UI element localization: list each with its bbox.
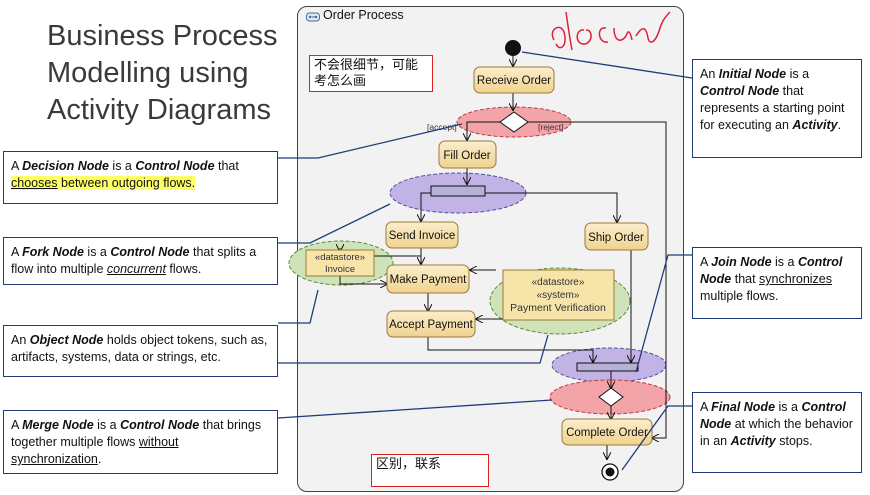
handwritten-note-bottom: 区别，联系 xyxy=(371,454,489,487)
receive-order-label: Receive Order xyxy=(477,75,551,87)
connector-decision xyxy=(278,123,463,159)
action-fill-order[interactable]: Fill Order xyxy=(438,140,497,169)
action-ship-order[interactable]: Ship Order xyxy=(584,222,649,251)
fork-node-callout: A Fork Node is a Control Node that split… xyxy=(3,237,278,285)
connector-initial xyxy=(521,51,693,79)
invoice-stereotype: «datastore» xyxy=(315,252,365,263)
action-send-invoice[interactable]: Send Invoice xyxy=(385,221,459,249)
object-invoice[interactable]: «datastore» Invoice xyxy=(305,249,375,277)
pv-label: Payment Verification xyxy=(510,302,606,314)
ship-order-label: Ship Order xyxy=(588,232,644,244)
action-make-payment[interactable]: Make Payment xyxy=(386,264,470,294)
page-title: Business Process Modelling using Activit… xyxy=(47,20,278,126)
handwriting-scribble xyxy=(551,11,671,51)
merge-node-callout: A Merge Node is a Control Node that brin… xyxy=(3,410,278,474)
connector-merge xyxy=(277,399,553,419)
pv-stereotype-datastore: «datastore» xyxy=(532,277,585,288)
connector-object xyxy=(278,289,319,324)
merge-node xyxy=(598,387,624,407)
make-payment-label: Make Payment xyxy=(390,274,468,286)
fill-order-label: Fill Order xyxy=(443,150,490,162)
initial-node-callout: An Initial Node is a Control Node that r… xyxy=(692,59,862,158)
accept-payment-label: Accept Payment xyxy=(389,319,474,331)
invoice-label: Invoice xyxy=(325,264,355,275)
object-payment-verification[interactable]: «datastore» «system» Payment Verificatio… xyxy=(502,269,615,321)
action-complete-order[interactable]: Complete Order xyxy=(561,418,653,446)
join-node-callout: A Join Node is a Control Node that synch… xyxy=(692,247,862,319)
decision-node xyxy=(499,111,529,133)
connector-fork xyxy=(278,203,391,244)
connector-final xyxy=(621,405,692,471)
handwritten-note-top: 不会很细节，可能考怎么画 xyxy=(309,55,433,92)
final-node-callout: A Final Node is a Control Node at which … xyxy=(692,392,862,473)
action-accept-payment[interactable]: Accept Payment xyxy=(386,310,476,338)
panel-title: Order Process xyxy=(323,8,404,22)
activity-icon xyxy=(306,12,320,22)
action-receive-order[interactable]: Receive Order xyxy=(473,66,555,94)
initial-node xyxy=(505,40,521,56)
connector-join xyxy=(635,254,692,373)
fork-node xyxy=(430,185,486,197)
connector-object-2 xyxy=(278,334,549,364)
send-invoice-label: Send Invoice xyxy=(389,230,456,242)
object-node-callout: An Object Node holds object tokens, such… xyxy=(3,325,278,377)
guard-reject: [reject] xyxy=(538,122,564,132)
guard-accept: [accept] xyxy=(427,122,457,132)
join-node xyxy=(576,362,639,372)
complete-order-label: Complete Order xyxy=(566,427,648,439)
final-node xyxy=(601,463,619,481)
decision-node-callout: A Decision Node is a Control Node that c… xyxy=(3,151,278,204)
pv-stereotype-system: «system» xyxy=(537,290,580,301)
